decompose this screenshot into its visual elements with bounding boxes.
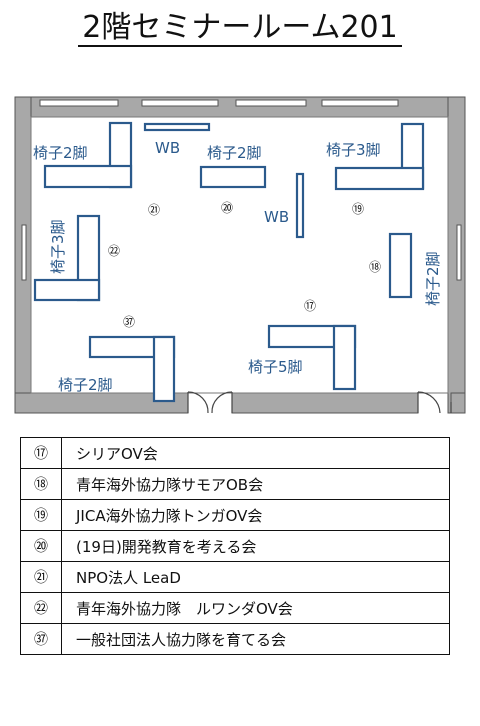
group-name: 青年海外協力隊サモアOB会: [61, 468, 450, 500]
whiteboard-top: [143, 122, 211, 132]
booth-number: ㉑: [20, 561, 62, 593]
whiteboard-center: [295, 172, 305, 239]
window: [39, 99, 119, 107]
page-title-text: 2階セミナールーム201: [78, 10, 402, 47]
booth-marker: ⑳: [221, 201, 233, 215]
booth-marker: ⑲: [352, 202, 364, 216]
desk-center: [199, 165, 267, 189]
wall-bottom-middle: [231, 392, 419, 414]
booth-marker: ㉒: [108, 244, 120, 258]
booth-marker: ⑱: [369, 260, 381, 274]
page-title: 2階セミナールーム201: [0, 8, 480, 48]
table-row: ㉒ 青年海外協力隊 ルワンダOV会: [20, 592, 450, 624]
window: [235, 99, 307, 107]
desk: [33, 278, 101, 302]
desk: [152, 335, 176, 403]
group-name: 青年海外協力隊 ルワンダOV会: [61, 592, 450, 624]
booth-number: ⑰: [20, 437, 62, 469]
table-row: ⑳ (19日)開発教育を考える会: [20, 530, 450, 562]
wall-bottom-right: [450, 392, 466, 414]
booth-marker: ㊲: [123, 315, 135, 329]
door-left[interactable]: [187, 391, 233, 414]
booth-number: ㉒: [20, 592, 62, 624]
floor-plan: 椅子2脚 WB 椅子2脚 椅子3脚 WB 椅子2脚 椅子5脚 椅子3脚 椅子2脚…: [14, 96, 466, 414]
group-name: 一般社団法人協力隊を育てる会: [61, 623, 450, 655]
booth-marker: ⑰: [304, 299, 316, 313]
chair-count-label: 椅子2脚: [207, 144, 262, 162]
window: [321, 99, 399, 107]
group-name: NPO法人 LeaD: [61, 561, 450, 593]
desk-right: [388, 232, 413, 299]
window-left: [21, 224, 27, 281]
table-row: ㊲ 一般社団法人協力隊を育てる会: [20, 623, 450, 655]
booth-number: ⑳: [20, 530, 62, 562]
chair-count-label: 椅子2脚: [33, 144, 88, 162]
booth-number: ㊲: [20, 623, 62, 655]
chair-count-label: 椅子3脚: [326, 141, 381, 159]
chair-count-label: 椅子3脚: [49, 219, 67, 274]
group-name: シリアOV会: [61, 437, 450, 469]
desk: [334, 166, 425, 191]
desk: [43, 164, 133, 189]
whiteboard-label: WB: [264, 208, 289, 226]
window: [141, 99, 219, 107]
booth-number: ⑱: [20, 468, 62, 500]
desk: [332, 324, 357, 391]
walls: [14, 96, 466, 414]
window-right: [456, 224, 462, 281]
group-name: (19日)開発教育を考える会: [61, 530, 450, 562]
booth-marker: ㉑: [148, 203, 160, 217]
chair-count-label: 椅子2脚: [424, 251, 442, 306]
chair-count-label: 椅子5脚: [248, 358, 303, 376]
booth-legend-table: ⑰ シリアOV会 ⑱ 青年海外協力隊サモアOB会 ⑲ JICA海外協力隊トンガO…: [20, 437, 450, 655]
table-row: ㉑ NPO法人 LeaD: [20, 561, 450, 593]
table-row: ⑰ シリアOV会: [20, 437, 450, 469]
table-row: ⑲ JICA海外協力隊トンガOV会: [20, 499, 450, 531]
chair-count-label: 椅子2脚: [58, 376, 113, 394]
door-right[interactable]: [417, 391, 452, 414]
group-name: JICA海外協力隊トンガOV会: [61, 499, 450, 531]
windows: [21, 99, 462, 281]
table-row: ⑱ 青年海外協力隊サモアOB会: [20, 468, 450, 500]
booth-number: ⑲: [20, 499, 62, 531]
whiteboard-label: WB: [155, 139, 180, 157]
